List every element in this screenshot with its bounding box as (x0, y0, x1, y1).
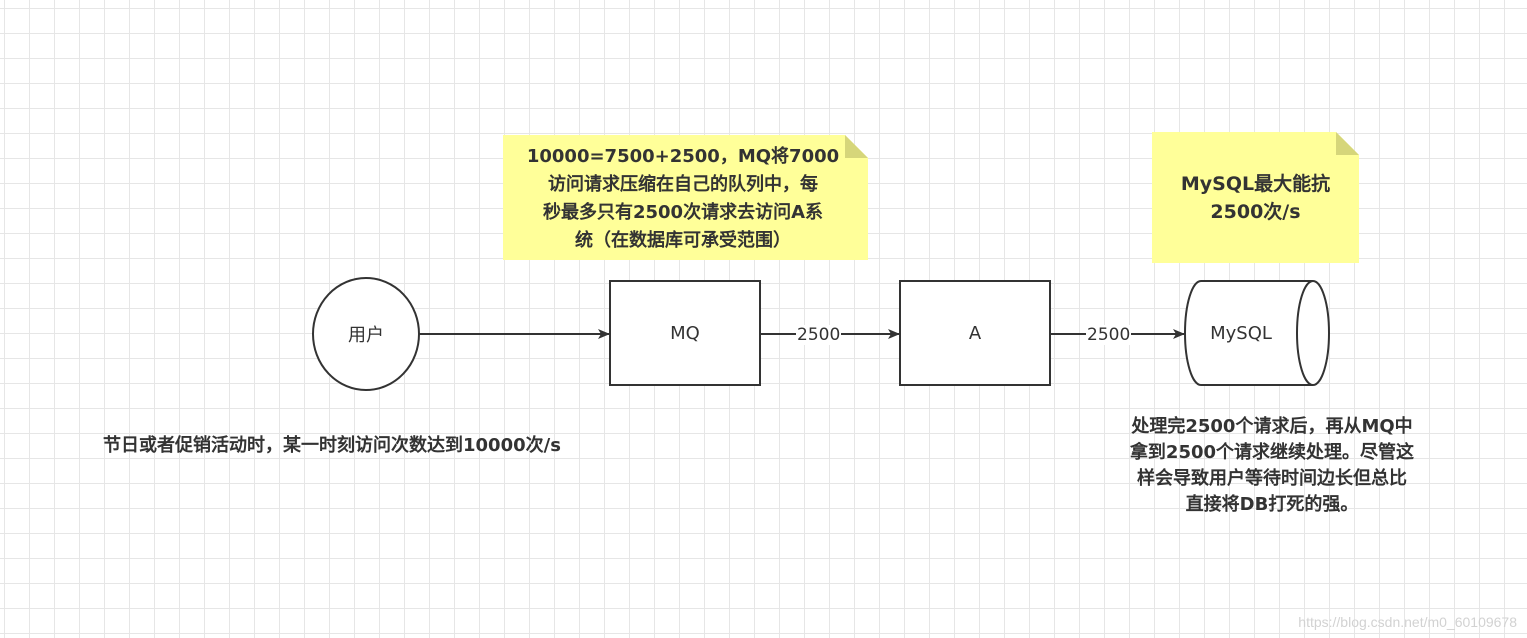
a-node-label: A (968, 322, 982, 344)
watermark-text: https://blog.csdn.net/m0_60109678 (1298, 614, 1517, 630)
edge-a-to-mysql-label: 2500 (1086, 325, 1132, 345)
mysql-node-rim (1296, 280, 1314, 386)
mysql-note-shape (1152, 132, 1359, 263)
user-node-label: 用户 (348, 325, 384, 346)
mysql-note-text: MySQL最大能抗 2500次/s (1180, 173, 1331, 223)
mq-note-shape (503, 135, 868, 260)
mq-node-label: MQ (670, 322, 700, 344)
mq-note-text: 10000=7500+2500，MQ将7000 访问请求压缩在自己的队列中，每 … (526, 145, 840, 251)
mq-note-fold (845, 135, 868, 158)
mysql-node-label: MySQL (1210, 322, 1272, 344)
mysql-note-fold (1336, 132, 1359, 155)
process-text: 处理完2500个请求后，再从MQ中 拿到2500个请求继续处理。尽管这 样会导致… (1129, 416, 1415, 515)
edge-mq-to-a-label: 2500 (796, 325, 842, 345)
holiday-text: 节日或者促销活动时，某一时刻访问次数达到10000次/s (103, 435, 561, 456)
a-node-shape[interactable] (899, 280, 1051, 386)
